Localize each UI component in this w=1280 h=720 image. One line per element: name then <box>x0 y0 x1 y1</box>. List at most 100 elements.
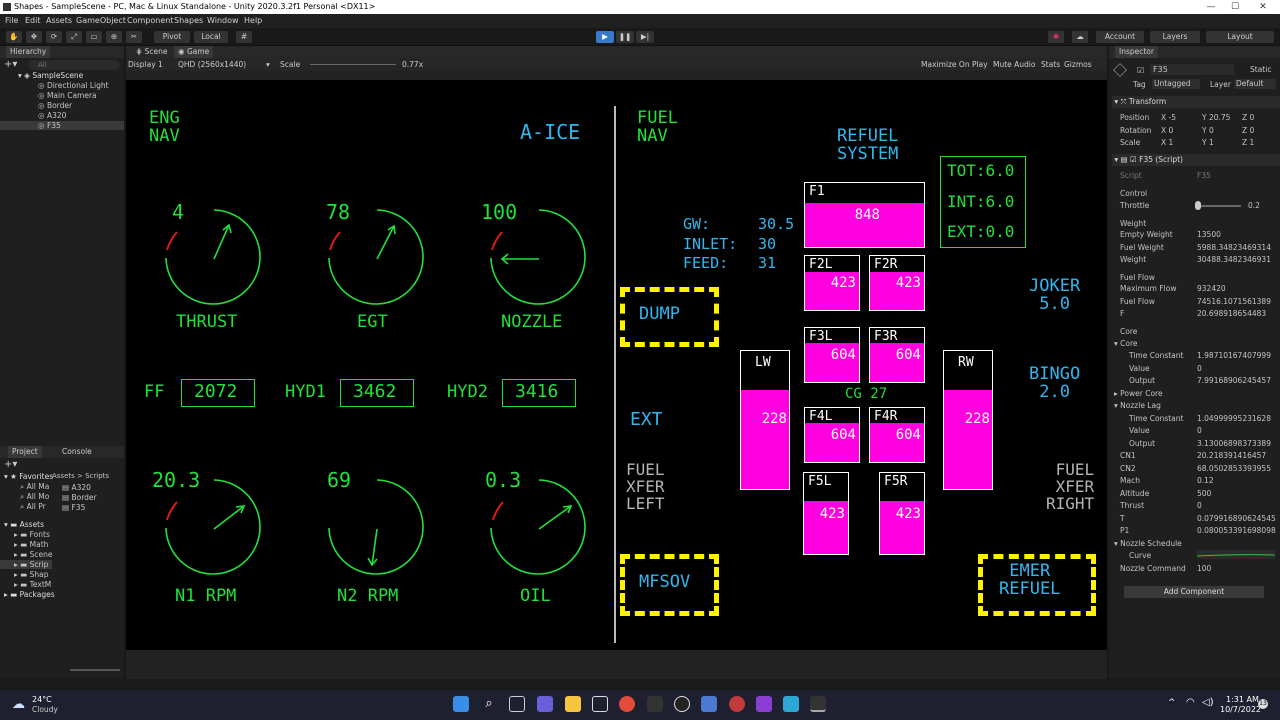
throttle-slider[interactable] <box>1197 205 1241 207</box>
tab-console[interactable]: Console <box>62 447 92 456</box>
menu-shapes[interactable]: Shapes <box>174 16 204 25</box>
ext-button[interactable]: EXT <box>630 409 663 430</box>
a-ice-label[interactable]: A-ICE <box>520 120 581 144</box>
mail-icon[interactable] <box>701 696 717 712</box>
tag-dropdown[interactable]: Untagged <box>1152 79 1200 89</box>
field-value[interactable]: 7.99168906245457 <box>1197 376 1271 385</box>
field-value[interactable]: 0 <box>1197 364 1202 373</box>
display-dropdown[interactable]: Display 1 <box>128 60 163 69</box>
hand-tool-button[interactable]: ✋ <box>6 31 22 43</box>
scale-tool-button[interactable]: ⤢ <box>66 31 82 43</box>
grid-snap-button[interactable]: # <box>236 31 252 43</box>
hierarchy-item-selected[interactable]: ◎ F35 <box>0 121 124 130</box>
tank-f2r[interactable]: F2R 423 <box>869 255 925 311</box>
chrome-icon[interactable] <box>619 696 635 712</box>
favorite-item[interactable]: ⌕ All Ma <box>20 482 50 491</box>
unreal-icon[interactable] <box>674 696 690 712</box>
nozzle-command-value[interactable]: 100 <box>1197 564 1212 573</box>
scene-root[interactable]: ▾ ◈ SampleScene <box>18 71 84 80</box>
local-button[interactable]: Local <box>194 31 228 43</box>
layout-dropdown[interactable]: Layout <box>1206 31 1274 43</box>
close-icon[interactable]: ✕ <box>1259 2 1267 12</box>
tab-hierarchy[interactable]: Hierarchy <box>6 46 51 58</box>
field-value[interactable]: 20.218391416457 <box>1197 451 1267 460</box>
pause-button[interactable]: ❚❚ <box>616 31 634 43</box>
tank-f3l[interactable]: F3L 604 <box>804 327 860 383</box>
task-view-icon[interactable] <box>509 696 525 712</box>
field-value[interactable]: 5988.34823469314 <box>1197 243 1271 252</box>
assets-folder[interactable]: ▾ ▬ Assets <box>4 520 45 529</box>
static-toggle[interactable]: Static <box>1250 65 1272 74</box>
layer-dropdown[interactable]: Default <box>1234 79 1276 89</box>
nozzle-lag-foldout[interactable]: ▾ Nozzle Lag <box>1114 401 1161 410</box>
menu-window[interactable]: Window <box>207 16 239 25</box>
hierarchy-item[interactable]: ◎ A320 <box>38 111 67 120</box>
tank-f5r[interactable]: F5R 423 <box>879 472 925 555</box>
mute-audio-toggle[interactable]: Mute Audio <box>993 60 1036 69</box>
step-button[interactable]: ▶| <box>636 31 654 43</box>
start-icon[interactable] <box>453 696 469 712</box>
asset-folder[interactable]: ▸ ▬ Fonts <box>14 530 50 539</box>
menu-assets[interactable]: Assets <box>46 16 73 25</box>
power-core-foldout[interactable]: ▸ Power Core <box>1114 389 1163 398</box>
script-field[interactable]: F35 <box>1197 171 1211 180</box>
tank-f4l[interactable]: F4L 604 <box>804 407 860 463</box>
mfsov-button[interactable]: MFSOV <box>620 554 719 616</box>
throttle-value[interactable]: 0.2 <box>1248 201 1260 210</box>
asset-folder[interactable]: ▸ ▬ Math <box>14 540 49 549</box>
tank-f5l[interactable]: F5L 423 <box>803 472 849 555</box>
maximize-on-play-toggle[interactable]: Maximize On Play <box>921 60 988 69</box>
tank-f1[interactable]: F1 848 <box>804 182 925 248</box>
weather-temp[interactable]: 24°C <box>32 695 52 704</box>
cloud-icon[interactable]: ☁ <box>1072 31 1088 43</box>
asset-folder[interactable]: ▸ ▬ Scene <box>14 550 53 559</box>
game-view[interactable]: ENG NAV A-ICE <box>126 80 1107 650</box>
menu-edit[interactable]: Edit <box>25 16 41 25</box>
tab-project[interactable]: Project <box>8 446 42 458</box>
field-value[interactable]: 0.079916890624545 <box>1197 514 1276 523</box>
layers-dropdown[interactable]: Layers <box>1150 31 1200 43</box>
field-value[interactable]: 13500 <box>1197 230 1221 239</box>
notification-badge[interactable]: 13 <box>1258 699 1268 709</box>
move-tool-button[interactable]: ✥ <box>26 31 42 43</box>
asset-folder[interactable]: ▸ ▬ Shap <box>14 570 49 579</box>
object-name-field[interactable]: F35 <box>1150 64 1234 75</box>
tank-rw[interactable]: RW 228 <box>943 350 993 490</box>
asset-folder-selected[interactable]: ▸ ▬ Scrip <box>0 560 52 569</box>
fuel-nav-header[interactable]: FUEL NAV <box>637 108 678 146</box>
script-file[interactable]: ▤ Border <box>62 493 97 502</box>
scale-slider[interactable] <box>310 64 396 65</box>
emer-refuel-button[interactable]: EMER REFUEL <box>978 554 1096 616</box>
fuel-xfer-left-button[interactable]: FUEL XFER LEFT <box>626 460 665 513</box>
favorites-folder[interactable]: ▾ ★ Favorites <box>4 472 54 481</box>
tab-inspector[interactable]: Inspector <box>1115 46 1158 58</box>
play-button[interactable]: ▶ <box>596 31 614 43</box>
position-x[interactable]: X -5 <box>1161 113 1177 122</box>
breadcrumb-scripts[interactable]: Scripts <box>85 472 110 480</box>
field-value[interactable]: 3.13006898373389 <box>1197 439 1271 448</box>
fuel-xfer-right-button[interactable]: FUEL XFER RIGHT <box>1046 460 1095 513</box>
field-value[interactable]: 74516.1071561389 <box>1197 297 1271 306</box>
hierarchy-item[interactable]: ◎ Directional Light <box>38 81 109 90</box>
custom-tool-button[interactable]: ✂ <box>126 31 142 43</box>
scale-x[interactable]: X 1 <box>1161 138 1174 147</box>
unity-hub-icon[interactable] <box>592 696 608 712</box>
stats-toggle[interactable]: Stats <box>1041 60 1061 69</box>
position-z[interactable]: Z 0 <box>1242 113 1255 122</box>
field-value[interactable]: 68.0502853393955 <box>1197 464 1271 473</box>
script-file[interactable]: ▤ A320 <box>62 483 91 492</box>
tab-scene[interactable]: ⋕ Scene <box>136 47 168 56</box>
script-component-header[interactable]: ▾ ▤ ☑ F35 (Script) <box>1112 154 1280 166</box>
favorite-item[interactable]: ⌕ All Mo <box>20 492 50 501</box>
search-icon[interactable]: ⌕ <box>485 696 493 711</box>
tank-lw[interactable]: LW 228 <box>740 350 790 490</box>
field-value[interactable]: 1.98710167407999 <box>1197 351 1271 360</box>
menu-help[interactable]: Help <box>244 16 263 25</box>
tank-f2l[interactable]: F2L 423 <box>804 255 860 311</box>
add-component-button[interactable]: Add Component <box>1124 586 1264 598</box>
field-value[interactable]: 1.04999995231628 <box>1197 414 1271 423</box>
position-y[interactable]: Y 20.75 <box>1202 113 1231 122</box>
favorite-item[interactable]: ⌕ All Pr <box>20 502 46 511</box>
field-value[interactable]: 20.698918654483 <box>1197 309 1267 318</box>
hierarchy-search-input[interactable]: All <box>28 60 120 70</box>
